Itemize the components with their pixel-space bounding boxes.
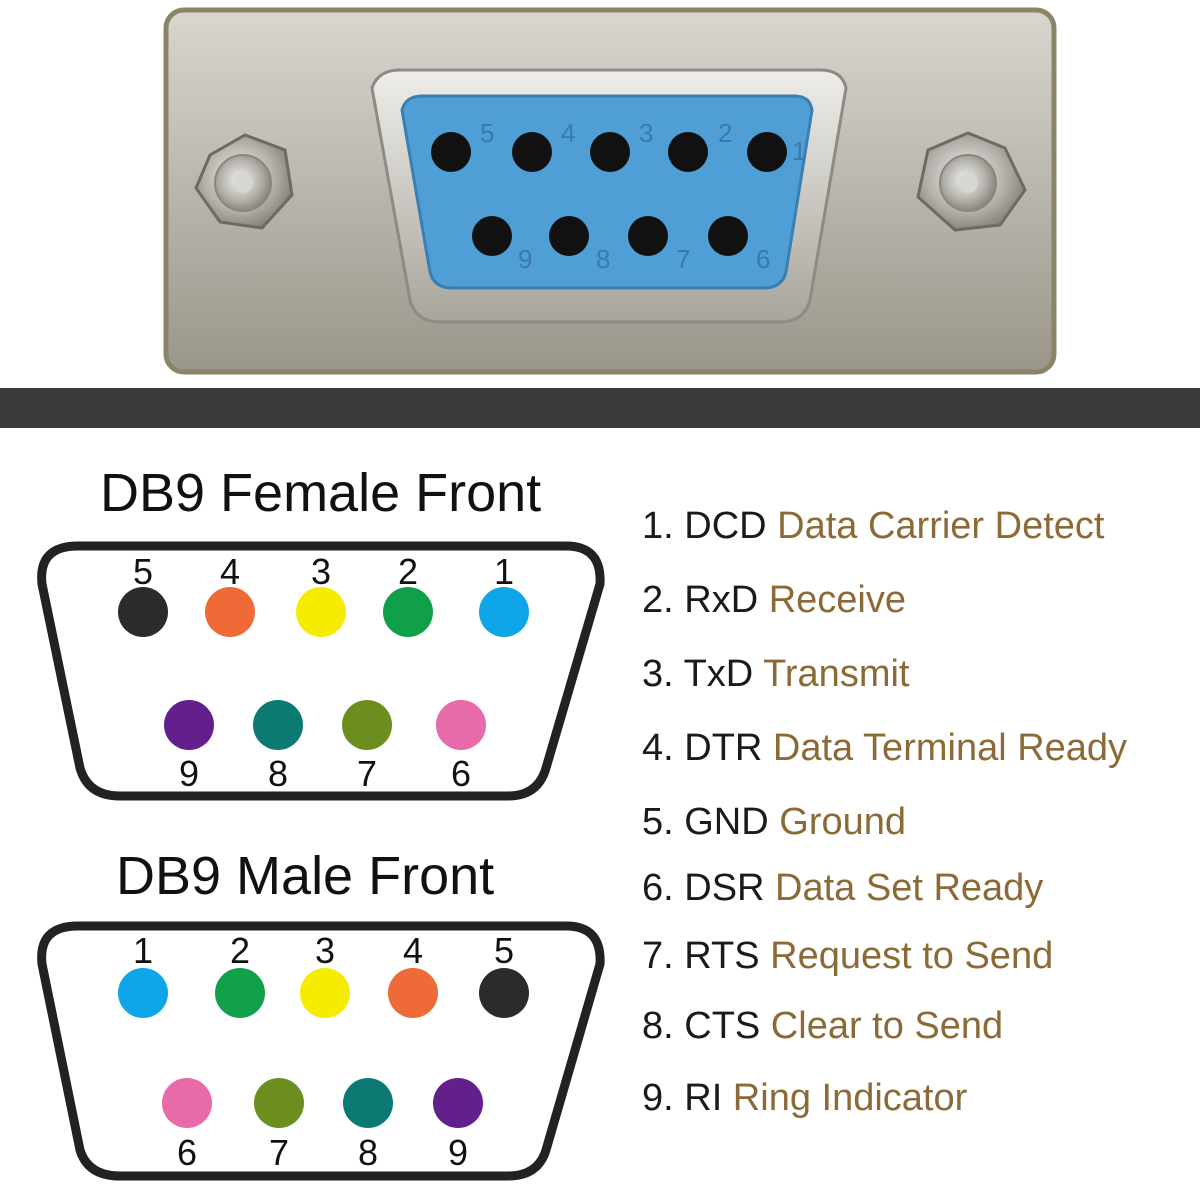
- pin-number-label: 2: [230, 930, 250, 971]
- pin-signal-description: Data Set Ready: [764, 867, 1044, 909]
- pin-number-label: 7: [269, 1132, 289, 1173]
- pin-signal-code: 1. DCD: [642, 505, 767, 547]
- pin-signal-description: Data Terminal Ready: [762, 727, 1128, 769]
- photo-pin-number: 2: [718, 118, 732, 148]
- pin-signal-description: Receive: [758, 579, 906, 621]
- pin-number-label: 7: [357, 753, 377, 794]
- pin-number-label: 9: [179, 753, 199, 794]
- pin-number-label: 8: [358, 1132, 378, 1173]
- pin-number-label: 1: [133, 930, 153, 971]
- pin-number-label: 2: [398, 551, 418, 592]
- pin-signal-code: 7. RTS: [642, 935, 760, 977]
- female-pins: 5 4 3 2 1 9 8 7 6: [118, 551, 529, 794]
- pin-signal-description: Transmit: [753, 653, 910, 695]
- female-diagram-title: DB9 Female Front: [100, 463, 542, 523]
- pin-signal-code: 6. DSR: [642, 867, 765, 909]
- left-screw-icon: [194, 133, 294, 230]
- photo-pin-number: 5: [480, 118, 494, 148]
- photo-pin-number: 6: [756, 244, 770, 274]
- photo-pin-number: 7: [676, 244, 690, 274]
- pin-number-label: 3: [311, 551, 331, 592]
- pin-signal-description: Ground: [768, 801, 907, 843]
- pin-signal-code: 5. GND: [642, 801, 769, 843]
- pin-signal-code: 4. DTR: [642, 727, 763, 769]
- pin-5-dot: [118, 587, 168, 637]
- pinout-row: 5. GND Ground: [642, 801, 906, 844]
- photo-pin-number: 1: [792, 136, 806, 166]
- pin-8-dot: [343, 1078, 393, 1128]
- pin-diagrams: 5 4 3 2 1 9 8 7 6 1 2 3 4 5 6 7 8 9: [37, 541, 605, 1181]
- pinout-row: 2. RxD Receive: [642, 579, 906, 622]
- photo-pin-number: 4: [561, 118, 575, 148]
- pinout-row: 1. DCD Data Carrier Detect: [642, 505, 1104, 548]
- photo-pin-numbers: 5 4 3 2 1 9 8 7 6: [480, 118, 806, 274]
- pin-7-dot: [342, 700, 392, 750]
- photo-pin-number: 9: [518, 244, 532, 274]
- pin-2-dot: [383, 587, 433, 637]
- pin-number-label: 1: [494, 551, 514, 592]
- pin-number-label: 9: [448, 1132, 468, 1173]
- pin-9-dot: [433, 1078, 483, 1128]
- male-diagram-title: DB9 Male Front: [116, 846, 495, 906]
- pinout-row: 7. RTS Request to Send: [642, 935, 1053, 978]
- pinout-row: 3. TxD Transmit: [642, 653, 909, 696]
- pin-5-dot: [479, 968, 529, 1018]
- pin-9-dot: [164, 700, 214, 750]
- pin-number-label: 3: [315, 930, 335, 971]
- connector-photo: 5 4 3 2 1 9 8 7 6: [0, 0, 1200, 388]
- pin-7-dot: [254, 1078, 304, 1128]
- pin-number-label: 4: [403, 930, 423, 971]
- pin-number-label: 6: [177, 1132, 197, 1173]
- pin-4-dot: [205, 587, 255, 637]
- pinout-row: 9. RI Ring Indicator: [642, 1077, 967, 1120]
- photo-pin-number: 8: [596, 244, 610, 274]
- pin-number-label: 5: [494, 930, 514, 971]
- pin-number-label: 4: [220, 551, 240, 592]
- pin-3-dot: [300, 968, 350, 1018]
- pin-number-label: 8: [268, 753, 288, 794]
- pin-6-dot: [436, 700, 486, 750]
- pin-4-dot: [388, 968, 438, 1018]
- pinout-row: 8. CTS Clear to Send: [642, 1005, 1003, 1048]
- pinout-row: 6. DSR Data Set Ready: [642, 867, 1043, 910]
- pin-signal-code: 3. TxD: [642, 653, 754, 695]
- right-screw-icon: [916, 131, 1027, 232]
- pin-1-dot: [118, 968, 168, 1018]
- male-pins: 1 2 3 4 5 6 7 8 9: [118, 930, 529, 1173]
- pin-number-label: 6: [451, 753, 471, 794]
- pin-signal-code: 2. RxD: [642, 579, 759, 621]
- pin-3-dot: [296, 587, 346, 637]
- pin-signal-code: 9. RI: [642, 1077, 723, 1119]
- pin-number-label: 5: [133, 551, 153, 592]
- pin-signal-description: Request to Send: [759, 935, 1054, 977]
- pin-6-dot: [162, 1078, 212, 1128]
- pin-1-dot: [479, 587, 529, 637]
- photo-pin-number: 3: [639, 118, 653, 148]
- pin-8-dot: [253, 700, 303, 750]
- pinout-row: 4. DTR Data Terminal Ready: [642, 727, 1127, 770]
- pin-signal-description: Data Carrier Detect: [766, 505, 1105, 547]
- pin-signal-code: 8. CTS: [642, 1005, 761, 1047]
- photo-pin-holes: [431, 132, 787, 256]
- connector-illustration: 5 4 3 2 1 9 8 7 6: [163, 7, 1057, 375]
- pin-2-dot: [215, 968, 265, 1018]
- section-divider: [0, 388, 1200, 428]
- pin-signal-description: Clear to Send: [760, 1005, 1004, 1047]
- pin-signal-description: Ring Indicator: [722, 1077, 968, 1119]
